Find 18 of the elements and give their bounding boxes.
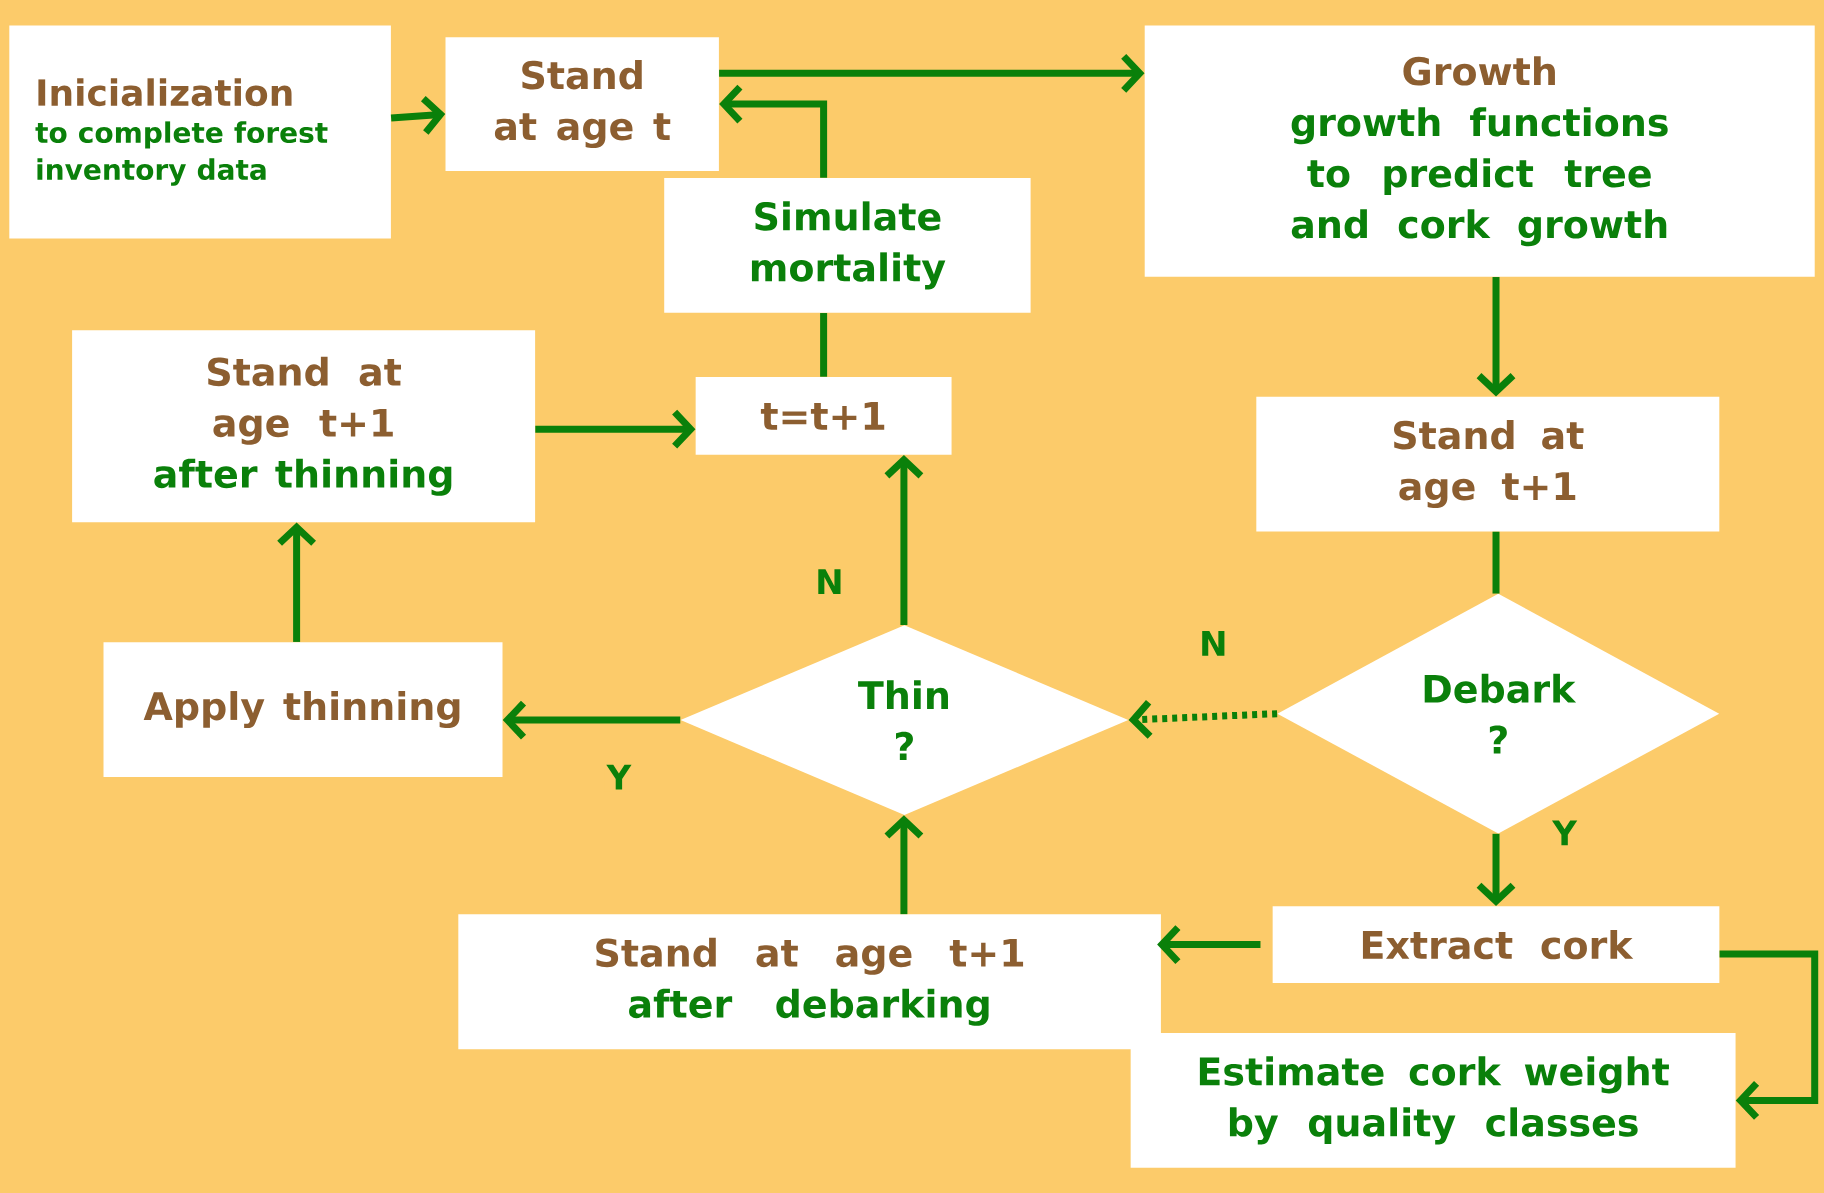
process-box: Stand at age t	[445, 37, 719, 171]
arrow	[502, 700, 681, 740]
process-box: Extract cork	[1272, 906, 1720, 983]
process-box: Simulate mortality	[664, 177, 1031, 313]
process-box: Growth growth functions to predict tree and cork growth	[1144, 25, 1815, 277]
arrow	[1719, 950, 1819, 1120]
process-box: Stand at age t+1 after debarking	[458, 914, 1161, 1050]
arrow	[884, 815, 924, 915]
arrow	[1128, 699, 1278, 739]
process-box: Estimate cork weight by quality classes	[1130, 1032, 1736, 1168]
process-box: Inicialization to complete forest inventory data	[9, 25, 391, 239]
edge-label: N	[813, 567, 846, 596]
process-box: t=t+1	[695, 376, 952, 455]
process-box: Apply thinning	[103, 642, 503, 778]
process-box: Stand at age t+1 after thinning	[72, 330, 536, 523]
arrow	[1157, 925, 1261, 964]
edge-label: N	[1197, 628, 1230, 658]
process-box: Stand at age t+1	[1256, 396, 1720, 532]
